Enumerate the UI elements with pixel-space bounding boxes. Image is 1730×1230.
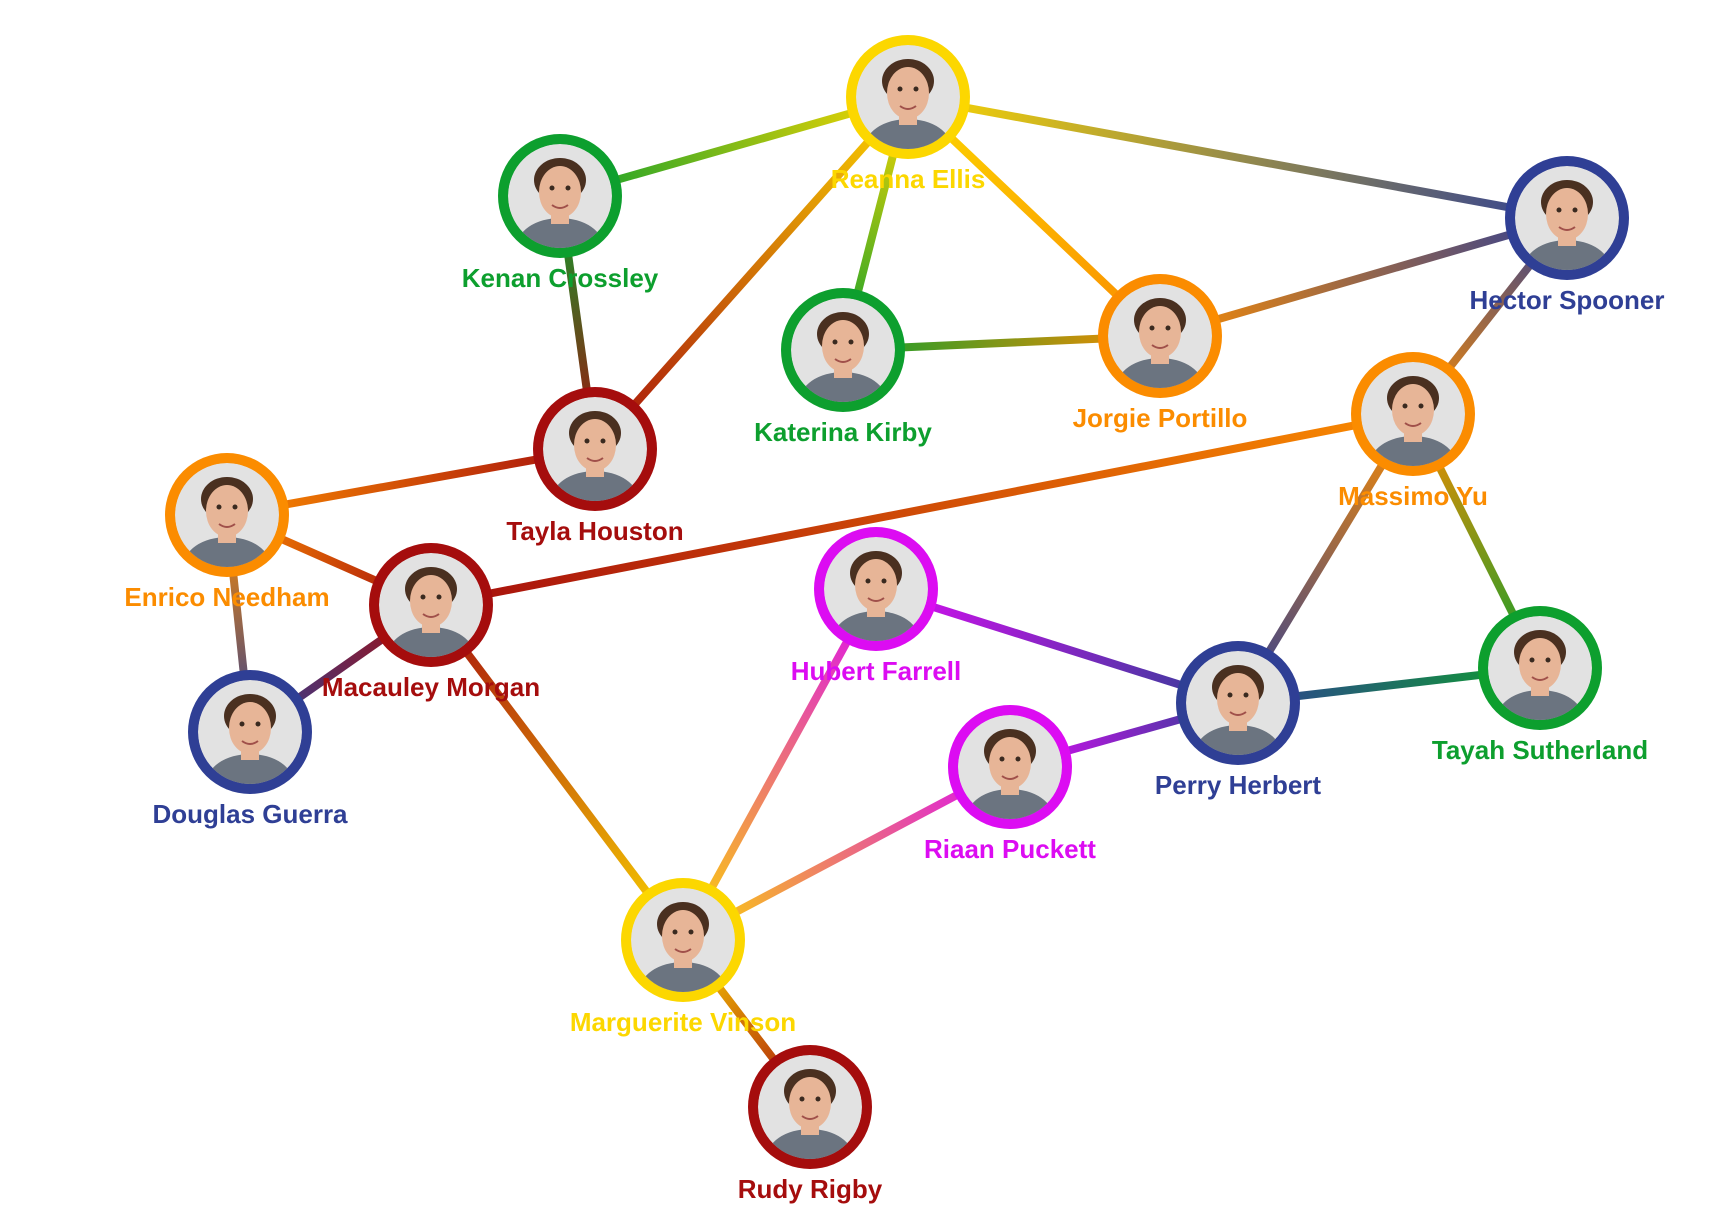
node-label-riaan: Riaan Puckett (924, 834, 1096, 864)
node-label-kenan: Kenan Crossley (462, 263, 659, 293)
node-label-douglas: Douglas Guerra (152, 799, 348, 829)
node-label-tayla: Tayla Houston (506, 516, 683, 546)
person-node-tayah[interactable]: Tayah Sutherland (1432, 606, 1648, 765)
person-node-kenan[interactable]: Kenan Crossley (462, 134, 659, 293)
person-node-marguerite[interactable]: Marguerite Vinson (570, 878, 796, 1037)
person-photo-icon (543, 397, 647, 501)
node-label-reanna: Reanna Ellis (831, 164, 986, 194)
edge-reanna-hector (904, 93, 1571, 222)
person-photo-icon (1186, 651, 1290, 755)
person-photo-icon (631, 888, 735, 992)
person-node-rudy[interactable]: Rudy Rigby (738, 1045, 883, 1204)
edge-hubert-perry (872, 585, 1242, 707)
node-label-rudy: Rudy Rigby (738, 1174, 883, 1204)
edge-macauley-marguerite (427, 601, 687, 944)
edge-jorgie-hector (1156, 214, 1571, 340)
node-label-macauley: Macauley Morgan (322, 672, 540, 702)
person-node-reanna[interactable]: Reanna Ellis (831, 35, 986, 194)
person-node-hubert[interactable]: Hubert Farrell (791, 527, 962, 686)
person-photo-icon (508, 144, 612, 248)
person-photo-icon (1108, 284, 1212, 388)
person-photo-icon (824, 537, 928, 641)
person-node-tayla[interactable]: Tayla Houston (506, 387, 684, 546)
node-label-perry: Perry Herbert (1155, 770, 1322, 800)
person-node-perry[interactable]: Perry Herbert (1155, 641, 1322, 800)
person-photo-icon (1515, 166, 1619, 270)
person-node-enrico[interactable]: Enrico Needham (124, 453, 330, 612)
node-label-hubert: Hubert Farrell (791, 656, 962, 686)
person-photo-icon (958, 715, 1062, 819)
person-photo-icon (758, 1055, 862, 1159)
person-node-katerina[interactable]: Katerina Kirby (754, 288, 932, 447)
edge-tayla-enrico (223, 445, 599, 519)
person-photo-icon (1488, 616, 1592, 720)
person-photo-icon (791, 298, 895, 402)
person-node-jorgie[interactable]: Jorgie Portillo (1073, 274, 1248, 433)
node-label-enrico: Enrico Needham (124, 582, 329, 612)
person-node-macauley[interactable]: Macauley Morgan (322, 543, 540, 702)
person-photo-icon (198, 680, 302, 784)
person-photo-icon (175, 463, 279, 567)
node-label-tayah: Tayah Sutherland (1432, 735, 1648, 765)
node-label-hector: Hector Spooner (1469, 285, 1664, 315)
person-node-riaan[interactable]: Riaan Puckett (924, 705, 1096, 864)
person-node-hector[interactable]: Hector Spooner (1469, 156, 1665, 315)
person-photo-icon (379, 553, 483, 657)
person-photo-icon (1361, 362, 1465, 466)
edge-hubert-marguerite (679, 585, 880, 944)
node-label-massimo: Massimo Yu (1338, 481, 1488, 511)
node-label-jorgie: Jorgie Portillo (1073, 403, 1248, 433)
person-node-douglas[interactable]: Douglas Guerra (152, 670, 348, 829)
edge-reanna-tayla (591, 93, 912, 453)
edge-massimo-macauley (427, 410, 1417, 609)
person-node-massimo[interactable]: Massimo Yu (1338, 352, 1488, 511)
person-photo-icon (856, 45, 960, 149)
node-label-katerina: Katerina Kirby (754, 417, 932, 447)
node-label-marguerite: Marguerite Vinson (570, 1007, 796, 1037)
